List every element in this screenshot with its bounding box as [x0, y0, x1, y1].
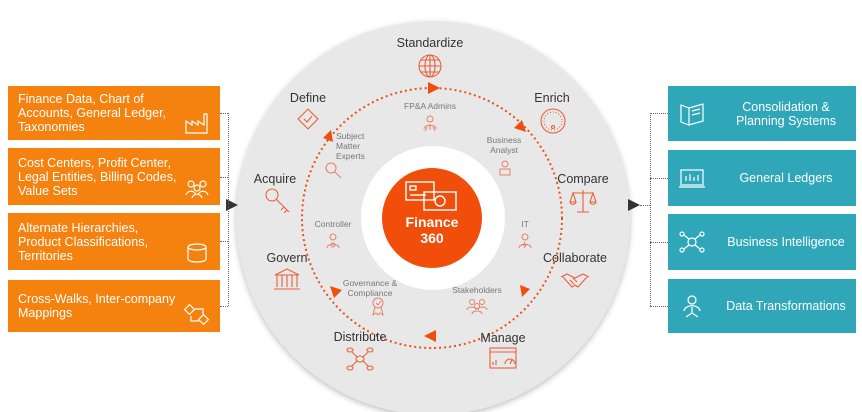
- user-network-icon: [683, 295, 701, 318]
- award-icon: [372, 297, 384, 316]
- bank-icon: [274, 268, 300, 290]
- connector: [220, 241, 228, 242]
- factory-icon: [185, 113, 208, 134]
- input-arrow: [226, 199, 238, 211]
- cycle-arrows: [323, 82, 530, 342]
- arrow-top: [428, 82, 440, 94]
- role-fpa-admins: FP&A Admins: [404, 101, 456, 111]
- scales-icon: [569, 190, 597, 213]
- cycle-ring: [301, 87, 563, 349]
- analyst-icon: [499, 160, 511, 176]
- role-stakeholders: Stakeholders: [452, 285, 502, 295]
- role-controller: Controller: [314, 219, 352, 229]
- connector: [650, 306, 668, 307]
- handshake-icon: [560, 273, 590, 288]
- connector: [650, 113, 651, 306]
- output-box-text: General Ledgers: [739, 171, 833, 185]
- connector: [650, 113, 668, 114]
- book-icon: [680, 102, 704, 126]
- key-icon: [265, 188, 290, 214]
- distribute-icon: [346, 347, 374, 371]
- stage-collaborate: Collaborate: [543, 251, 607, 265]
- network-icon: [679, 231, 705, 253]
- arrow-bottom: [424, 330, 436, 342]
- people-icon: [185, 180, 209, 199]
- input-box-text: Alternate Hierarchies, Product Classific…: [18, 220, 148, 263]
- crosswalk-icon: [184, 304, 210, 326]
- stage-acquire: Acquire: [253, 172, 297, 186]
- role-subject-matter-experts: Subject Matter Experts: [336, 131, 365, 161]
- output-arrow: [628, 199, 640, 211]
- magnifier-icon: [325, 162, 342, 179]
- connector: [640, 205, 650, 206]
- output-box-business-intelligence: Business Intelligence: [668, 214, 856, 270]
- arrow-upper-left: [323, 130, 333, 142]
- card-cash-icon: [405, 181, 457, 211]
- stage-manage: Manage: [480, 331, 526, 345]
- role-business-analyst: Business Analyst: [486, 135, 522, 155]
- input-box-text: Cross-Walks, Inter-company Mappings: [18, 292, 176, 320]
- connector: [650, 178, 668, 179]
- gauge-icon: [540, 108, 566, 134]
- input-box-text: Finance Data, Chart of Accounts, General…: [18, 92, 167, 134]
- arrow-lower-left: [330, 286, 342, 298]
- ledger-icon: [679, 169, 705, 188]
- stage-distribute: Distribute: [333, 330, 387, 344]
- arrow-upper-right: [514, 120, 526, 132]
- connector: [228, 113, 229, 306]
- input-box-hierarchies: Alternate Hierarchies, Product Classific…: [8, 213, 220, 270]
- output-box-consolidation: Consolidation & Planning Systems: [668, 86, 856, 141]
- database-icon: [187, 243, 207, 263]
- output-box-text: Business Intelligence: [727, 235, 845, 249]
- role-it: IT: [521, 219, 529, 229]
- stage-define: Define: [289, 91, 327, 105]
- input-box-finance-data: Finance Data, Chart of Accounts, General…: [8, 86, 220, 140]
- stage-govern: Govern: [266, 251, 308, 265]
- output-box-data-transformations: Data Transformations: [668, 279, 856, 333]
- it-person-icon: [518, 233, 532, 249]
- hub-title: Finance: [405, 214, 459, 230]
- connector: [220, 177, 228, 178]
- connector: [650, 242, 668, 243]
- checkbox-icon: [297, 108, 319, 130]
- dashboard-icon: [489, 347, 517, 369]
- input-box-cross-walks: Cross-Walks, Inter-company Mappings: [8, 280, 220, 332]
- output-box-text: Data Transformations: [726, 299, 846, 313]
- input-box-cost-centers: Cost Centers, Profit Center, Legal Entit…: [8, 148, 220, 205]
- controller-icon: [326, 233, 340, 249]
- output-box-general-ledgers: General Ledgers: [668, 150, 856, 206]
- connector: [220, 306, 228, 307]
- admin-icon: [423, 115, 437, 132]
- stage-compare: Compare: [557, 172, 609, 186]
- stage-standardize: Standardize: [396, 36, 464, 50]
- output-box-text: Consolidation & Planning Systems: [735, 99, 837, 128]
- finance-360-hub: Finance 360: [382, 168, 482, 268]
- connector: [220, 113, 228, 114]
- input-box-text: Cost Centers, Profit Center, Legal Entit…: [18, 155, 177, 198]
- role-governance-compliance: Governance & Compliance: [342, 278, 398, 298]
- stakeholders-icon: [466, 299, 488, 314]
- stage-enrich: Enrich: [534, 91, 570, 105]
- hub-subtitle: 360: [420, 230, 444, 246]
- arrow-lower-right: [520, 285, 530, 297]
- globe-icon: [418, 54, 442, 78]
